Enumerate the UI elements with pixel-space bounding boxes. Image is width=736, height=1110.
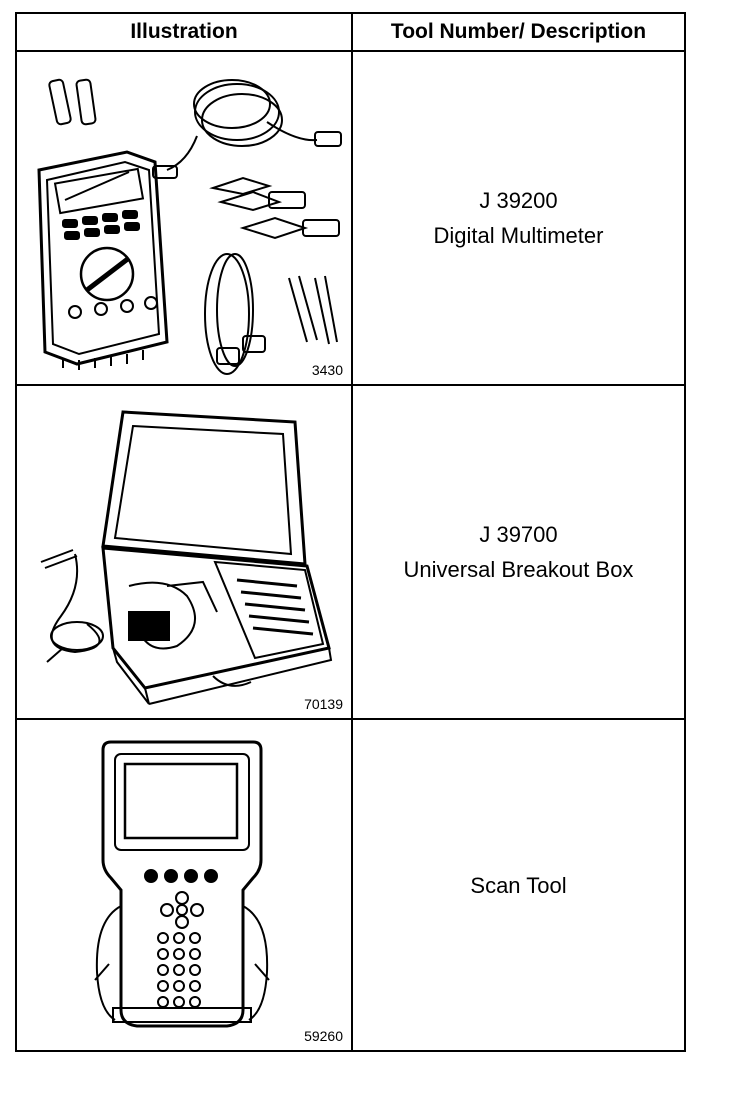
header-illustration: Illustration	[130, 20, 238, 43]
table-row: 3430 J 39200 Digital Multimeter	[17, 52, 684, 386]
tool-description: Universal Breakout Box	[403, 557, 634, 582]
table-row: 59260 Scan Tool	[17, 720, 684, 1050]
description-cell: Scan Tool	[353, 720, 684, 1050]
illustration-cell: 3430	[17, 52, 351, 384]
illustration-cell: 70139	[17, 386, 351, 718]
illustration-cell: 59260	[17, 720, 351, 1050]
tool-description: Scan Tool	[470, 872, 567, 898]
tool-description: Digital Multimeter	[433, 223, 604, 248]
header-description: Tool Number/ Description	[390, 20, 647, 43]
table-header: Illustration Tool Number/ Description	[17, 14, 684, 52]
scan-tool-icon	[94, 740, 270, 1028]
breakout-box-icon	[40, 410, 333, 705]
multimeter-icon	[37, 78, 342, 375]
column-divider	[351, 14, 353, 1050]
figure-number: 3430	[311, 362, 343, 378]
figure-number: 70139	[304, 696, 343, 712]
description-cell: J 39700 Universal Breakout Box	[353, 386, 684, 718]
tool-number: J 39200	[479, 188, 558, 213]
tool-number: J 39700	[479, 522, 558, 547]
table-row: 70139 J 39700 Universal Breakout Box	[17, 386, 684, 720]
tool-table: Illustration Tool Number/ Description	[15, 12, 686, 1052]
figure-number: 59260	[304, 1028, 343, 1044]
description-cell: J 39200 Digital Multimeter	[353, 52, 684, 384]
